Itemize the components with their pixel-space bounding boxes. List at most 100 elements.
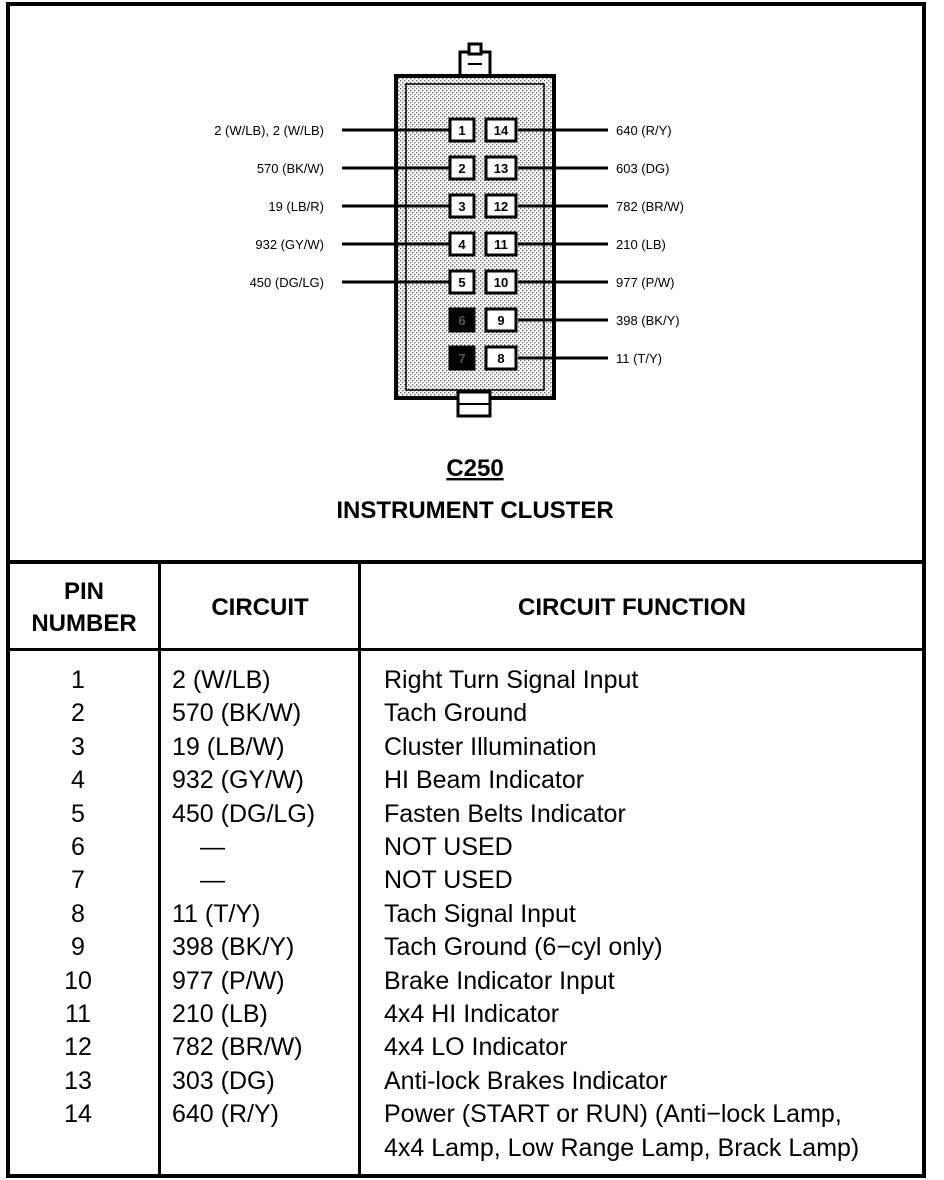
wire-label: 398 (BK/Y)	[616, 313, 680, 328]
pin-number-cell: 12	[64, 1033, 92, 1062]
connector-bottom-latch	[456, 390, 492, 418]
circuit-cell: 11 (T/Y)	[172, 899, 261, 928]
table-header-rule	[10, 648, 922, 651]
pin-cavity	[448, 231, 476, 257]
wire-label: 11 (T/Y)	[616, 351, 662, 366]
connector-id: C250	[446, 455, 503, 482]
circuit-function-cell: 4x4 LO Indicator	[384, 1033, 568, 1062]
column-divider-1	[158, 562, 161, 1174]
circuit-cell: 450 (DG/LG)	[172, 799, 316, 828]
pin-number: 11	[494, 237, 508, 252]
wire-label: 932 (GY/W)	[255, 237, 324, 252]
circuit-function-cell: Power (START or RUN) (Anti−lock Lamp,	[384, 1100, 842, 1129]
pin-cavity	[448, 193, 476, 219]
pin-number: 4	[458, 237, 466, 252]
pin-number: 7	[458, 351, 465, 366]
connector-pin-left: 19 (LB/R)3	[268, 193, 476, 219]
pin-number-cell: 9	[71, 933, 85, 962]
table-top-rule	[10, 560, 922, 564]
circuit-function-cell: 4x4 Lamp, Low Range Lamp, Brack Lamp)	[384, 1133, 860, 1162]
circuit-cell: 210 (LB)	[172, 1000, 268, 1028]
wire-label: 2 (W/LB), 2 (W/LB)	[214, 123, 324, 138]
circuit-cell: 640 (R/Y)	[172, 1100, 279, 1129]
wire-label: 640 (R/Y)	[616, 123, 672, 138]
circuit-cell: 570 (BK/W)	[172, 699, 302, 728]
connector-pin-right: 11 (T/Y) 8	[484, 345, 662, 371]
wire-label: 603 (DG)	[616, 161, 669, 176]
pin-cavity	[448, 155, 476, 181]
connector-pin-right: 640 (R/Y) 14	[484, 117, 672, 143]
header-circuit: CIRCUIT	[211, 594, 309, 621]
pin-number-cell: 6	[71, 833, 85, 861]
connector-pin-left: 450 (DG/LG) 5	[250, 269, 476, 295]
pin-number: 13	[494, 161, 508, 176]
pin-number: 8	[497, 351, 504, 366]
wire-label: 450 (DG/LG)	[250, 275, 324, 290]
circuit-cell: 782 (BR/W)	[172, 1033, 303, 1062]
circuit-function-cell: Right Turn Signal Input	[384, 666, 639, 694]
circuit-function-cell: Fasten Belts Indicator	[384, 799, 626, 828]
header-pin-number: PIN NUMBER	[10, 576, 158, 640]
pin-number-cell: 5	[71, 799, 85, 828]
pin-cavity	[484, 231, 518, 257]
pin-number: 5	[458, 275, 465, 290]
circuit-function-cell: Tach Ground	[384, 699, 528, 728]
circuit-cell: 19 (LB/W)	[172, 732, 285, 761]
header-pin-line1: PIN	[63, 578, 104, 605]
connector-pin-right: 210 (LB) 11	[484, 231, 666, 257]
connector-top-latch	[458, 42, 492, 78]
circuit-cell: 977 (P/W)	[172, 966, 285, 995]
circuit-cell: 303 (DG)	[172, 1066, 275, 1095]
wire-label: 782 (BR/W)	[616, 199, 684, 214]
pin-number: 6	[458, 313, 465, 328]
circuit-function-cell: 4x4 HI Indicator	[384, 1000, 560, 1028]
connector-pin-right: 977 (P/W) 10	[484, 269, 675, 295]
connector-pin-right: 398 (BK/Y) 9	[484, 307, 680, 333]
circuit-function-cell: Anti-lock Brakes Indicator	[384, 1066, 668, 1095]
pin-number: 9	[497, 313, 504, 328]
connector-pin-left: 7	[448, 345, 476, 371]
header-circuit-function: CIRCUIT FUNCTION	[518, 594, 746, 621]
column-divider-2	[358, 562, 361, 1174]
wire-label: 977 (P/W)	[616, 275, 675, 290]
connector-pin-right: 603 (DG) 13	[484, 155, 669, 181]
circuit-function-cell: Tach Signal Input	[384, 899, 576, 928]
circuit-cell: —	[200, 833, 225, 861]
pin-number: 14	[494, 123, 509, 138]
pin-number-cell: 2	[71, 699, 85, 728]
header-pin-line2: NUMBER	[31, 610, 137, 637]
connector-pin-right: 782 (BR/W) 12	[484, 193, 684, 219]
pin-number-cell: 8	[71, 899, 85, 928]
circuit-cell: 932 (GY/W)	[172, 766, 304, 795]
pin-number: 12	[494, 199, 508, 214]
pin-cavity	[448, 117, 476, 143]
pin-cavity	[484, 307, 518, 333]
circuit-cell: 2 (W/LB)	[172, 666, 271, 694]
connector-diagram: 2 (W/LB), 2 (W/LB)1 570 (BK/W)2 19 (LB/R)3…	[214, 42, 684, 524]
pin-number-cell: 3	[71, 732, 85, 761]
circuit-function-cell: NOT USED	[384, 866, 513, 895]
pin-number-cell: 11	[65, 1000, 91, 1028]
pin-cavity	[448, 345, 476, 371]
circuit-cell: 398 (BK/Y)	[172, 933, 295, 962]
pin-cavity	[484, 155, 518, 181]
circuit-function-cell: Cluster Illumination	[384, 732, 597, 761]
connector-pin-left: 932 (GY/W) 4	[255, 231, 476, 257]
pin-number-cell: 10	[64, 966, 92, 995]
pin-cavity	[448, 269, 476, 295]
circuit-function-cell: NOT USED	[384, 833, 513, 861]
pin-number-cell: 1	[71, 666, 85, 694]
connector-pin-left: 2 (W/LB), 2 (W/LB)1	[214, 117, 476, 143]
connector-pin-left: 570 (BK/W)2	[257, 155, 476, 181]
wire-label: 570 (BK/W)	[257, 161, 324, 176]
pin-cavity	[448, 307, 476, 333]
wire-label: 210 (LB)	[616, 237, 666, 252]
pin-cavity	[484, 193, 518, 219]
pin-number-cell: 4	[71, 766, 85, 795]
pin-number: 10	[494, 275, 508, 290]
pin-number-cell: 7	[71, 866, 85, 895]
connector-name: INSTRUMENT CLUSTER	[336, 497, 613, 524]
circuit-cell: —	[200, 866, 225, 895]
pin-cavity	[484, 117, 518, 143]
